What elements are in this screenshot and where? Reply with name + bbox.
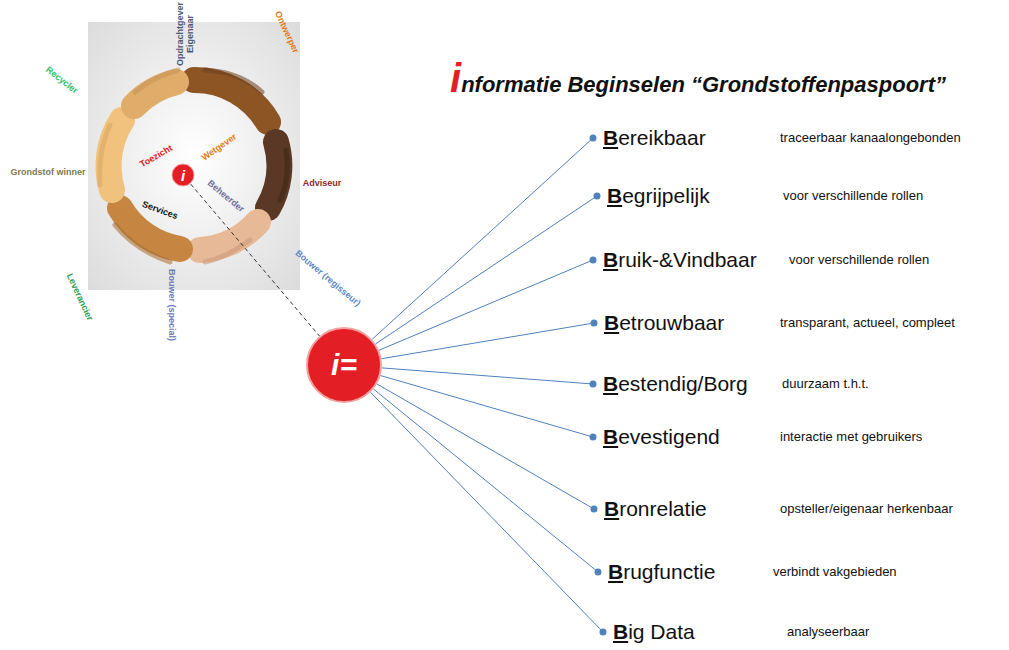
principle-item: Bruik-&Vindbaar voor verschillende rollen <box>593 247 931 273</box>
end-dot <box>600 629 607 636</box>
role-label: Ontwerper <box>273 9 301 54</box>
principle-heading: Bruik-&Vindbaar <box>603 247 783 273</box>
role-label: Bouwer (regisseur) <box>293 248 362 308</box>
principle-description: duurzaam t.h.t. <box>782 376 869 392</box>
principle-heading: Brugfunctie <box>608 559 767 585</box>
hand <box>200 222 258 250</box>
role-label: Wetgever <box>200 131 239 162</box>
role-label: Beheerder <box>206 178 247 214</box>
end-dot <box>595 569 602 576</box>
end-dot <box>590 257 597 264</box>
principle-item: Big Data analyseerbaar <box>603 619 871 645</box>
photo-background <box>88 22 300 290</box>
info-circle: i= <box>306 327 382 403</box>
connector-line <box>381 376 593 437</box>
principle-heading: Bereikbaar <box>603 125 774 151</box>
finger <box>115 225 170 262</box>
connector-line <box>372 138 593 339</box>
hands-ring <box>109 80 280 250</box>
principle-description: interactie met gebruikers <box>780 429 922 445</box>
role-label: Toezicht <box>138 143 174 170</box>
principle-heading: Begrijpelijk <box>607 183 777 209</box>
hand <box>109 120 122 190</box>
connector-line <box>379 260 593 350</box>
finger <box>100 125 110 185</box>
principle-item: Betrouwbaar transparant, actueel, complee… <box>594 310 957 336</box>
principle-item: Bestendig/Borg duurzaam t.h.t. <box>593 371 871 397</box>
principle-item: Bevestigend interactie met gebruikers <box>593 424 924 450</box>
connector-line <box>381 323 594 359</box>
principle-heading: Bevestigend <box>603 424 774 450</box>
finger <box>280 150 287 200</box>
principle-description: traceerbaar kanaalongebonden <box>780 130 961 146</box>
principle-heading: Bestendig/Borg <box>603 371 776 397</box>
circle-shape <box>172 164 194 186</box>
role-label: Opdrachtgever Eigenaar <box>175 2 195 66</box>
finger <box>205 70 262 92</box>
principle-heading: Bronrelatie <box>604 496 774 522</box>
end-dot <box>594 193 601 200</box>
principle-item: Begrijpelijk voor verschillende rollen <box>597 183 925 209</box>
principle-description: opsteller/eigenaar herkenbaar <box>780 501 953 517</box>
connector-line <box>376 196 597 344</box>
end-dot <box>590 381 597 388</box>
diagram-title: informatie Beginselen “Grondstoffenpaspo… <box>450 56 946 107</box>
role-label: Recycler <box>44 65 80 96</box>
principle-item: Bronrelatie opsteller/eigenaar herkenbaar <box>594 496 955 522</box>
connector-line <box>377 384 594 509</box>
role-label: Grondstof winner <box>11 167 86 177</box>
end-dot <box>591 320 598 327</box>
connector-line <box>373 389 598 572</box>
finger <box>205 240 250 262</box>
finger <box>135 70 178 92</box>
end-dot <box>590 135 597 142</box>
connector-line <box>370 392 603 632</box>
role-label: Bouwer (special) <box>167 269 177 341</box>
principle-description: transparant, actueel, compleet <box>780 315 955 331</box>
role-label: Adviseur <box>303 178 342 188</box>
circle-text: i= <box>331 348 357 382</box>
principle-heading: Big Data <box>613 619 781 645</box>
circle-text: i <box>181 167 185 184</box>
end-dot <box>590 434 597 441</box>
principle-description: voor verschillende rollen <box>783 188 923 204</box>
principle-item: Brugfunctie verbindt vakgebieden <box>598 559 899 585</box>
role-label: Services <box>141 199 179 221</box>
connector-line <box>382 368 593 384</box>
role-label: Leverancier <box>65 272 95 322</box>
principle-description: voor verschillende rollen <box>789 252 929 268</box>
principle-description: verbindt vakgebieden <box>773 564 897 580</box>
finger-lines <box>100 70 287 262</box>
hand <box>268 142 279 208</box>
circle-shape <box>307 328 381 402</box>
info-circle: i <box>171 163 195 187</box>
principle-description: analyseerbaar <box>787 624 869 640</box>
principle-item: Bereikbaar traceerbaar kanaalongebonden <box>593 125 963 151</box>
end-dot <box>591 506 598 513</box>
principle-heading: Betrouwbaar <box>604 310 774 336</box>
